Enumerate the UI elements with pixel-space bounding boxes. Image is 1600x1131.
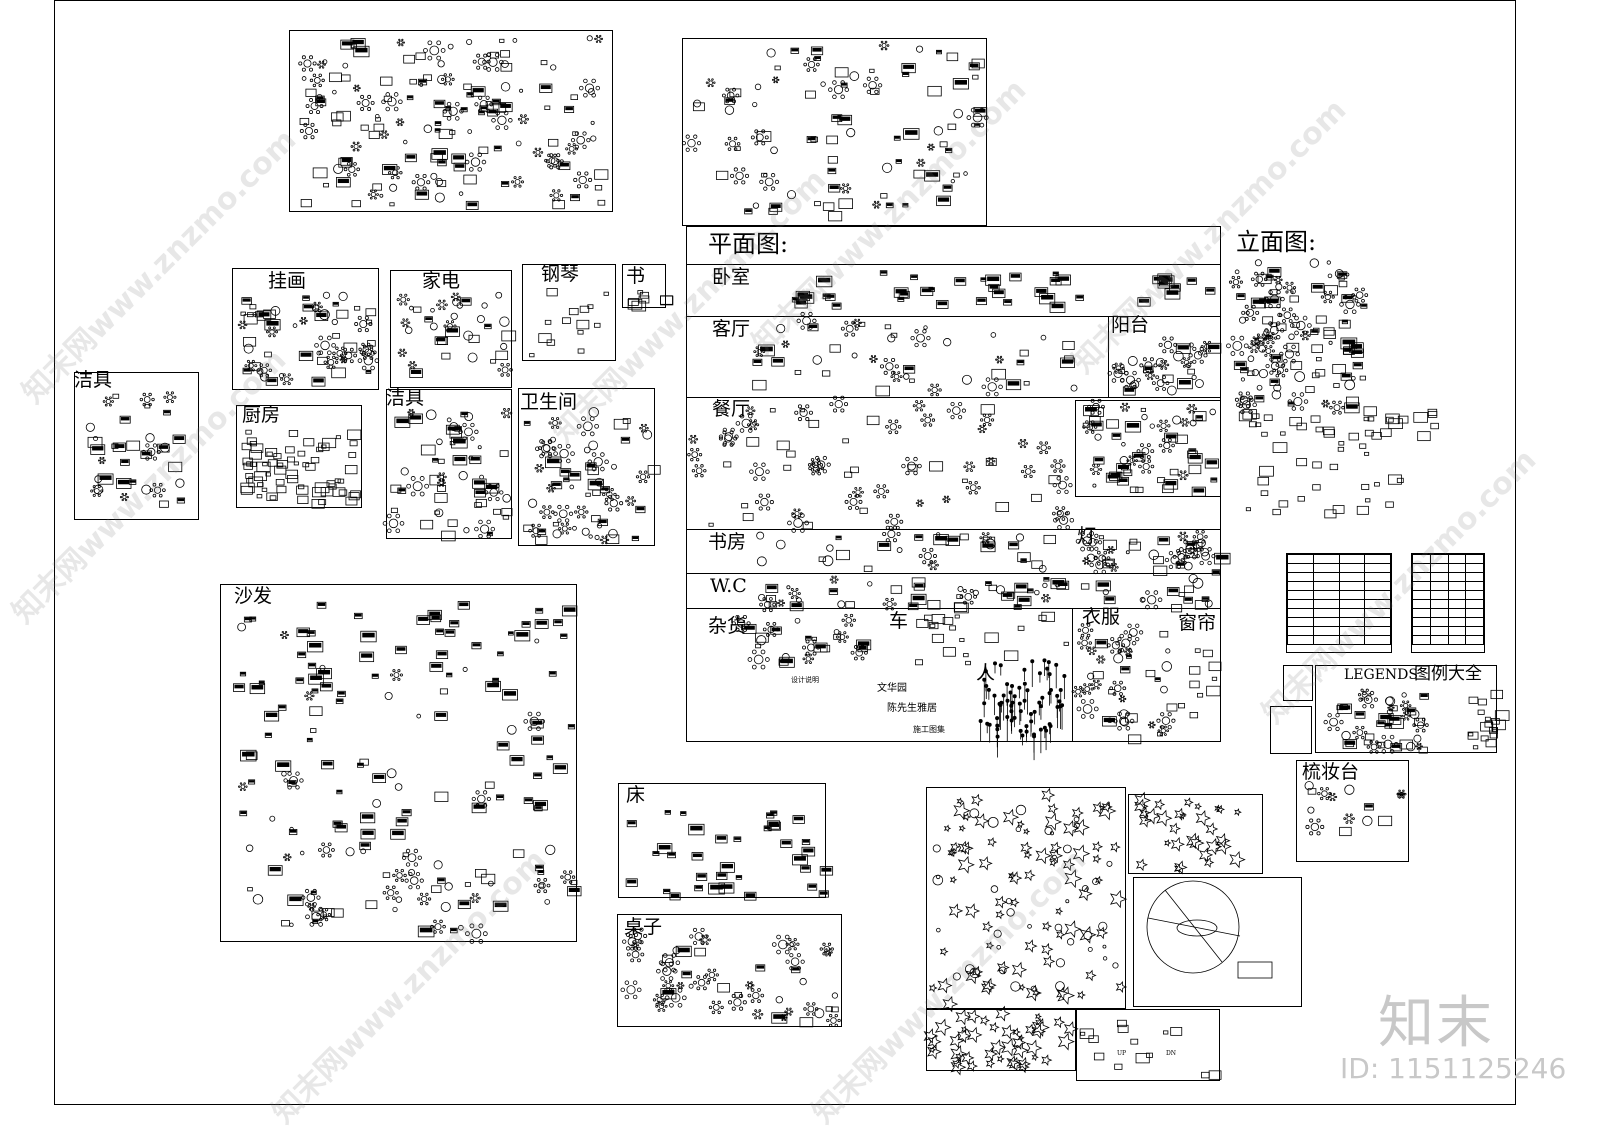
plan-row-divider <box>686 397 1221 398</box>
stair-dn-label: DN <box>1166 1050 1177 1057</box>
legend-table-a <box>1287 554 1391 645</box>
label-bedroom: 卧室 <box>712 266 751 288</box>
panel-hanging-paintings[interactable] <box>232 268 379 390</box>
plan-row-divider <box>686 573 1221 574</box>
panel-legend-small[interactable] <box>1270 706 1312 754</box>
panel-appliances[interactable] <box>390 270 512 388</box>
label-legends: LEGENDS <box>1344 667 1418 683</box>
image-id: ID: 1151125246 <box>1340 1052 1567 1085</box>
label-sanitary-left: 洁具 <box>74 369 113 391</box>
panel-sofa[interactable] <box>220 584 577 942</box>
label-piano: 钢琴 <box>541 263 580 285</box>
plan-col-divider <box>1108 316 1109 397</box>
label-sundries: 杂货 <box>708 615 747 637</box>
label-bathroom: 卫生间 <box>520 391 578 413</box>
label-dining-room: 餐厅 <box>712 398 751 420</box>
panel-legends[interactable] <box>1315 665 1497 753</box>
brand-logo-text: 知末 <box>1378 991 1494 1056</box>
label-clothing: 衣服 <box>1082 606 1121 628</box>
label-living-room: 客厅 <box>712 318 751 340</box>
panel-bathroom[interactable] <box>518 388 655 546</box>
panel-sanitary-left[interactable] <box>74 372 199 520</box>
panel-piano[interactable] <box>522 264 616 361</box>
label-kitchen: 厨房 <box>242 404 281 426</box>
label-dresser: 梳妆台 <box>1302 761 1360 783</box>
label-study: 书房 <box>708 531 747 553</box>
panel-stairs[interactable] <box>1076 1009 1220 1081</box>
panel-plants-grid[interactable] <box>1128 794 1263 874</box>
panel-helicopter[interactable] <box>1133 877 1302 1007</box>
panel-dining-sub[interactable] <box>1075 400 1221 497</box>
label-lamp: 灯 <box>1077 525 1097 547</box>
label-balcony: 阳台 <box>1111 314 1150 336</box>
elevation-title: 立面图: <box>1236 228 1317 256</box>
panel-plants-large[interactable] <box>926 787 1126 1009</box>
label-appliances: 家电 <box>422 270 461 292</box>
panel-legend-tiny[interactable] <box>1283 665 1313 701</box>
plan-row-divider <box>686 264 1221 265</box>
drawing-frame <box>54 0 1516 1105</box>
owner-name: 陈先生雅居 <box>887 703 937 714</box>
panel-kitchen[interactable] <box>236 405 362 508</box>
label-books: 书 <box>626 265 646 287</box>
label-person: 人 <box>976 662 996 684</box>
label-curtain: 窗帘 <box>1178 612 1217 634</box>
design-note-title: 设计说明 <box>791 676 819 684</box>
panel-books[interactable] <box>622 264 666 308</box>
legend-table-b <box>1412 554 1484 645</box>
panel-legend-table-a[interactable] <box>1286 553 1392 653</box>
panel-top-middle-blocks[interactable] <box>682 38 987 226</box>
label-car: 车 <box>889 610 909 632</box>
panel-ornaments[interactable] <box>926 1009 1076 1071</box>
drawing-set-name: 施工图集 <box>913 725 945 734</box>
label-wc: W.C <box>710 575 747 597</box>
panel-sanitary-mid[interactable] <box>386 389 512 539</box>
plan-col-divider <box>1072 608 1073 742</box>
label-table: 桌子 <box>624 916 663 938</box>
panel-bed[interactable] <box>618 783 826 898</box>
label-legends-cn: 图例大全 <box>1414 664 1482 684</box>
panel-top-left-blocks[interactable] <box>289 30 613 212</box>
project-name: 文华园 <box>877 683 907 694</box>
plan-row-divider <box>686 529 1221 530</box>
panel-legend-table-b[interactable] <box>1411 553 1485 653</box>
label-bed: 床 <box>626 784 646 806</box>
panel-table[interactable] <box>617 914 842 1027</box>
stair-up-label: UP <box>1117 1050 1127 1057</box>
plan-row-divider <box>686 316 1221 317</box>
label-sofa: 沙发 <box>234 585 273 607</box>
panel-dresser[interactable] <box>1296 760 1409 862</box>
plan-title: 平面图: <box>708 230 789 258</box>
plan-row-divider <box>686 608 1221 609</box>
label-hanging-paintings: 挂画 <box>268 270 307 292</box>
label-sanitary-mid: 洁具 <box>386 387 425 409</box>
